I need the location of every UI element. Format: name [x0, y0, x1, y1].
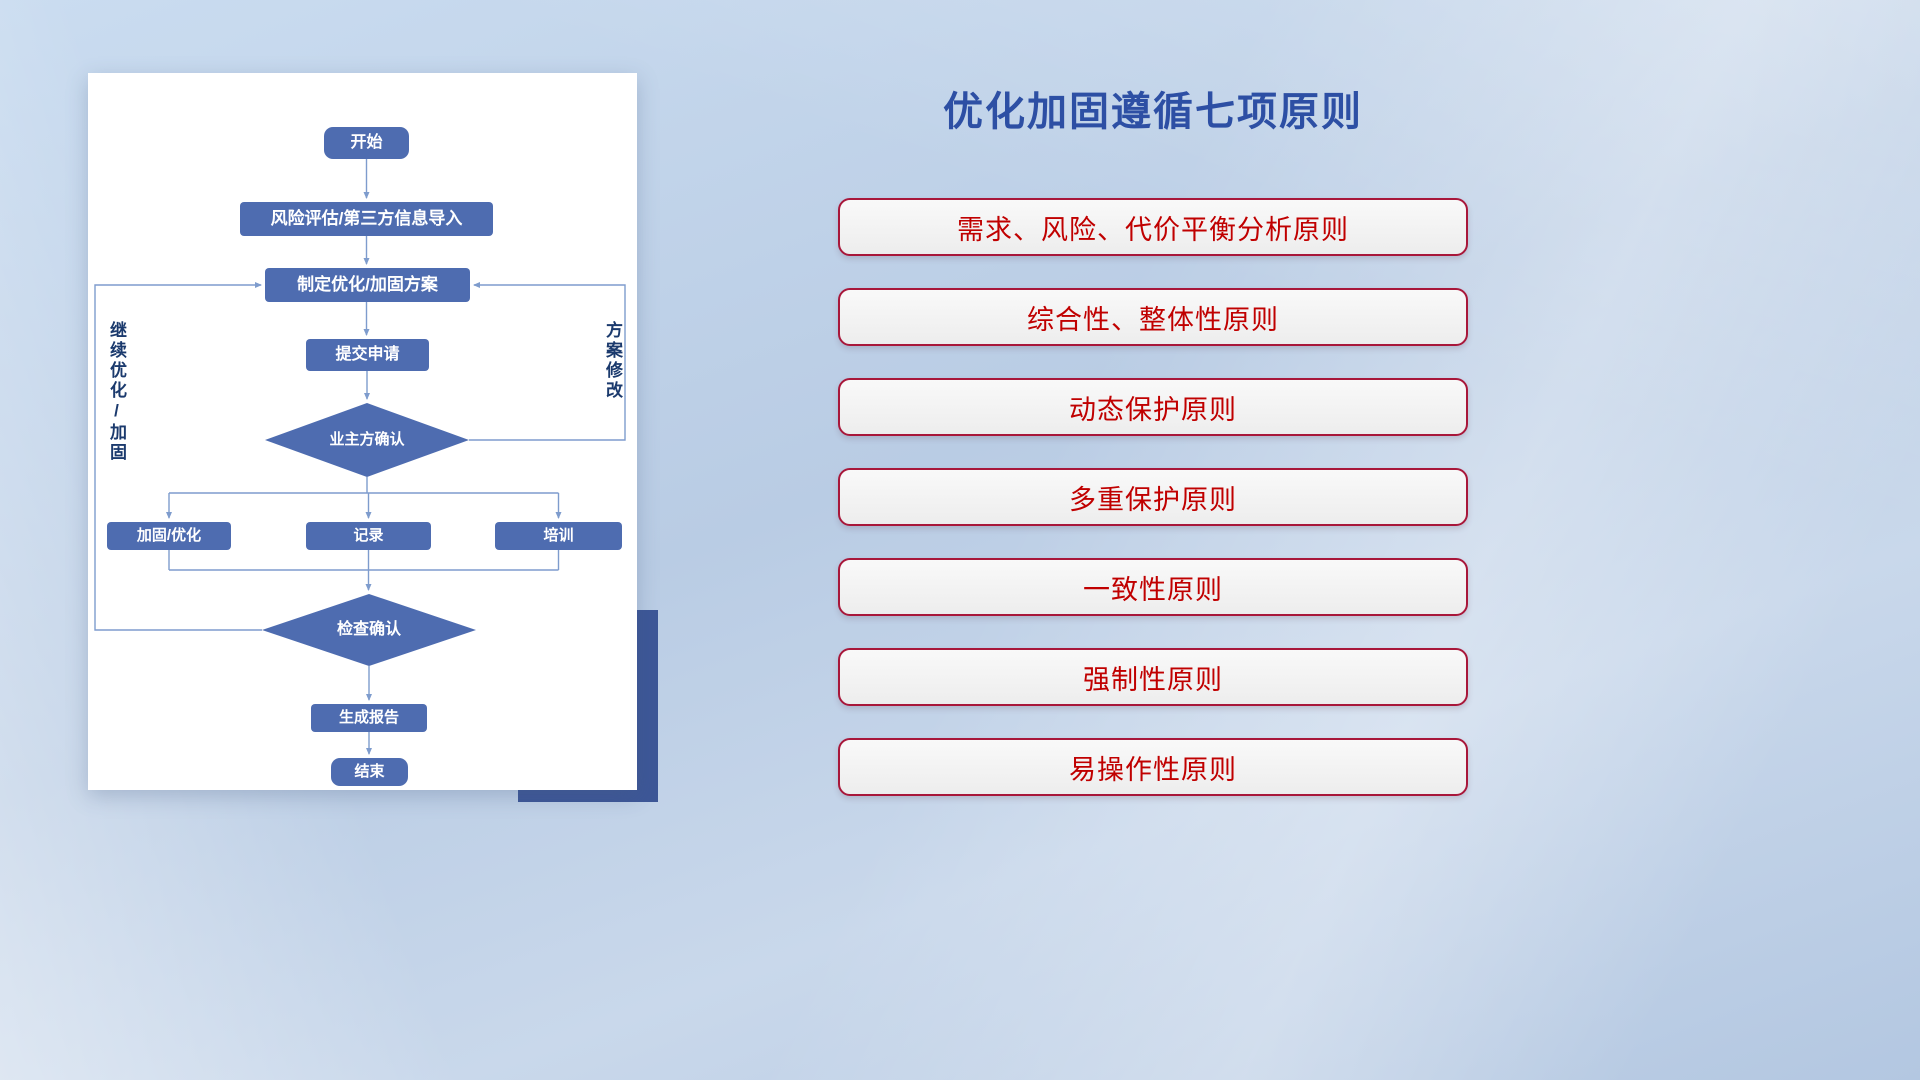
flow-node-harden-optimize: 加固/优化: [107, 522, 231, 550]
flow-node-end: 结束: [331, 758, 408, 786]
principle-item-7: 易操作性原则: [838, 738, 1468, 796]
flowchart-card: 开始 风险评估/第三方信息导入 制定优化/加固方案 提交申请 业主方确认 加固/…: [88, 73, 637, 790]
flow-node-submit: 提交申请: [306, 339, 429, 371]
flow-node-training: 培训: [495, 522, 622, 550]
principles-panel: 优化加固遵循七项原则 需求、风险、代价平衡分析原则 综合性、整体性原则 动态保护…: [838, 88, 1468, 796]
principle-item-1: 需求、风险、代价平衡分析原则: [838, 198, 1468, 256]
flow-node-risk-import: 风险评估/第三方信息导入: [240, 202, 493, 236]
loop-label-continue-optimize: 继续优化/加固: [107, 321, 126, 463]
flow-node-record: 记录: [306, 522, 431, 550]
principle-item-5: 一致性原则: [838, 558, 1468, 616]
flow-node-start: 开始: [324, 127, 409, 159]
flow-node-plan: 制定优化/加固方案: [265, 268, 470, 302]
principle-item-2: 综合性、整体性原则: [838, 288, 1468, 346]
principles-list: 需求、风险、代价平衡分析原则 综合性、整体性原则 动态保护原则 多重保护原则 一…: [838, 198, 1468, 796]
principle-item-6: 强制性原则: [838, 648, 1468, 706]
panel-title: 优化加固遵循七项原则: [943, 90, 1363, 134]
principle-item-4: 多重保护原则: [838, 468, 1468, 526]
flow-node-generate-report: 生成报告: [311, 704, 427, 732]
loop-label-plan-modify: 方案修改: [603, 321, 622, 401]
flowchart-connectors: [94, 159, 626, 755]
principle-item-3: 动态保护原则: [838, 378, 1468, 436]
